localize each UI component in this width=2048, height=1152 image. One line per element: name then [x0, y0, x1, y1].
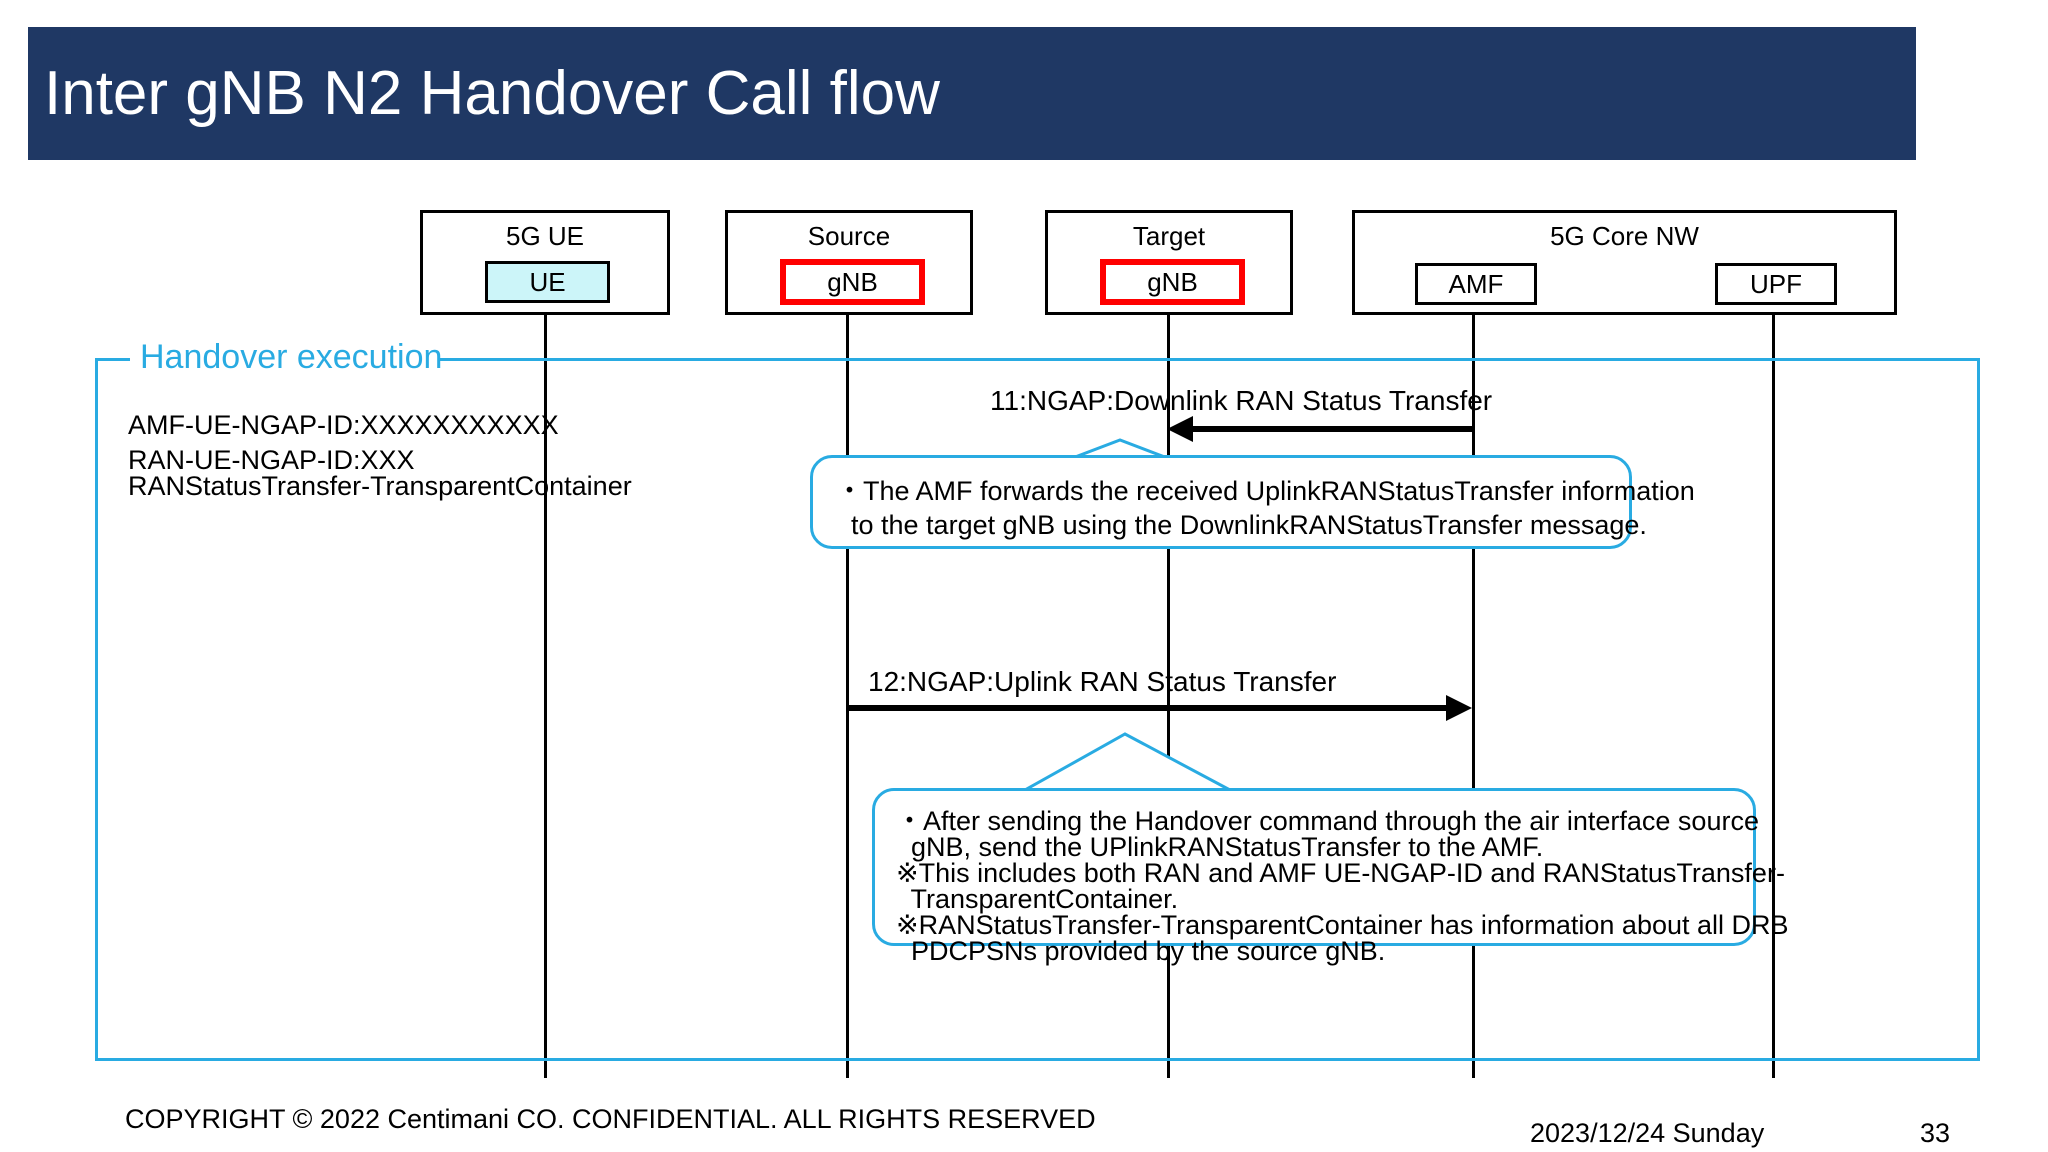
- note-bubble-12-line-6: PDCPSNs provided by the source gNB.: [896, 936, 1386, 966]
- note-bubble-12-line-1: ・After sending the Handover command thro…: [896, 806, 1759, 836]
- message-endcap-12-source: [846, 689, 849, 722]
- slide-title-bar: Inter gNB N2 Handover Call flow: [28, 27, 1916, 160]
- node-amf: AMF: [1415, 263, 1537, 305]
- note-bubble-12-line-3: ※This includes both RAN and AMF UE-NGAP-…: [896, 858, 1785, 888]
- lane-title-target: Target: [1132, 221, 1206, 251]
- param-line-2: RAN-UE-NGAP-ID:XXX: [128, 445, 415, 475]
- lane-box-source: Source gNB: [725, 210, 973, 315]
- node-upf: UPF: [1715, 263, 1837, 305]
- frame-header-left-stub: [95, 358, 130, 361]
- lifeline-upf: [1772, 313, 1775, 1078]
- message-label-11: 11:NGAP:Downlink RAN Status Transfer: [990, 385, 1493, 416]
- message-endcap-11-target: [1167, 410, 1170, 443]
- param-line-1: AMF-UE-NGAP-ID:XXXXXXXXXXX: [128, 410, 559, 440]
- param-line-3: RANStatusTransfer-TransparentContainer: [128, 471, 632, 501]
- lane-box-5g-core-nw: 5G Core NW AMF UPF: [1352, 210, 1897, 315]
- lifeline-ue: [544, 313, 547, 1078]
- note-bubble-12: [872, 788, 1756, 946]
- frame-header-right-line: [440, 358, 1980, 361]
- note-bubble-12-line-2: gNB, send the UPlinkRANStatusTransfer to…: [896, 832, 1544, 862]
- lane-box-target: Target gNB: [1045, 210, 1293, 315]
- frame-label-handover-execution: Handover execution: [140, 338, 443, 376]
- message-arrowhead-12: [1446, 695, 1472, 721]
- message-line-11: [1180, 426, 1472, 432]
- handover-execution-frame: [95, 358, 1980, 1061]
- footer-date: 2023/12/24 Sunday: [1530, 1118, 1765, 1148]
- footer-copyright: COPYRIGHT © 2022 Centimani CO. CONFIDENT…: [125, 1104, 1096, 1134]
- lane-box-5g-ue: 5G UE UE: [420, 210, 670, 315]
- lane-title-source: Source: [807, 221, 891, 251]
- message-arrowhead-11: [1167, 416, 1193, 442]
- page-title: Inter gNB N2 Handover Call flow: [44, 58, 940, 128]
- node-target-gnb: gNB: [1100, 259, 1245, 305]
- lane-title-5g-core-nw: 5G Core NW: [1550, 221, 1699, 251]
- note-bubble-11-line-2: to the target gNB using the DownlinkRANS…: [836, 510, 1647, 540]
- node-ue: UE: [485, 261, 610, 303]
- note-bubble-11-line-1: ・The AMF forwards the received UplinkRAN…: [836, 476, 1695, 506]
- message-label-12: 12:NGAP:Uplink RAN Status Transfer: [868, 666, 1337, 697]
- lifeline-target-gnb: [1167, 313, 1170, 1078]
- note-bubble-11: [810, 455, 1632, 549]
- node-source-gnb: gNB: [780, 259, 925, 305]
- note-tail-12: [1025, 732, 1231, 792]
- note-bubble-12-line-4: TransparentContainer.: [896, 884, 1179, 914]
- note-bubble-12-line-5: ※RANStatusTransfer-TransparentContainer …: [896, 910, 1789, 940]
- lane-title-5g-ue: 5G UE: [505, 221, 585, 251]
- lifeline-amf: [1472, 313, 1475, 1078]
- footer-page-number: 33: [1920, 1118, 1951, 1148]
- message-line-12: [846, 705, 1446, 711]
